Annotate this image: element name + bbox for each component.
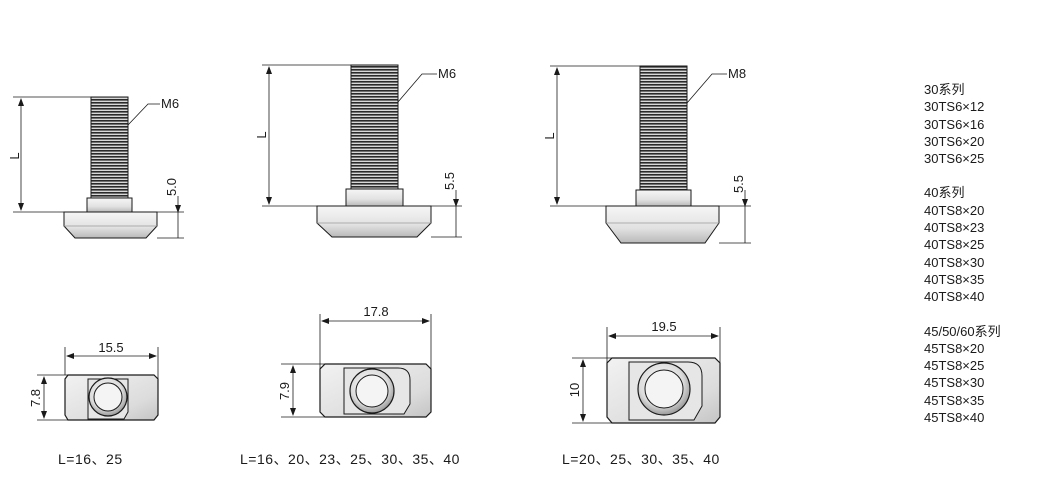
series-item: 45TS8×35 <box>924 392 985 408</box>
bolt-3-lengths-caption: L=20、25、30、35、40 <box>562 451 720 467</box>
series-item: 45TS8×25 <box>924 358 985 374</box>
series-item: 40TS8×35 <box>924 271 985 287</box>
bolt-1-length-label: L <box>7 152 22 159</box>
bolt-1-thread-label: M6 <box>161 96 179 111</box>
series-item: 30TS6×16 <box>924 116 985 132</box>
bolt-2-lengths-caption: L=16、20、23、25、30、35、40 <box>240 451 460 467</box>
bolt-3-length-label: L <box>542 132 557 139</box>
bolt-2-width-label: 17.8 <box>363 304 388 319</box>
bolt-1-height-label: 7.8 <box>28 389 43 407</box>
bolt-2-length-label: L <box>254 131 269 138</box>
series-item: 40TS8×40 <box>924 289 985 305</box>
series-item: 30TS6×25 <box>924 151 985 167</box>
series-item: 45TS8×40 <box>924 410 985 426</box>
series-group-40: 40系列 40TS8×20 40TS8×23 40TS8×25 40TS8×30… <box>924 184 1001 305</box>
bolt-2-side-view <box>262 64 462 238</box>
bolt-1-top-view <box>37 347 159 421</box>
series-item: 40TS8×25 <box>924 237 985 253</box>
series-item: 40TS8×23 <box>924 220 985 236</box>
bolt-2-head-height-label: 5.5 <box>442 172 457 190</box>
bolt-2-thread-label: M6 <box>438 66 456 81</box>
series-group-title: 30系列 <box>924 82 965 97</box>
bolt-3-top-view <box>572 327 721 424</box>
bolt-1-width-label: 15.5 <box>98 340 123 355</box>
series-item: 45TS8×20 <box>924 340 985 356</box>
bolt-3-width-label: 19.5 <box>651 319 676 334</box>
bolt-1-lengths-caption: L=16、25 <box>58 451 123 467</box>
series-item: 30TS6×12 <box>924 99 985 115</box>
series-group-30: 30系列 30TS6×12 30TS6×16 30TS6×20 30TS6×25 <box>924 81 1001 167</box>
series-item: 40TS8×30 <box>924 254 985 270</box>
bolt-2-top-view <box>281 314 432 418</box>
bolt-1-side-view <box>13 96 184 239</box>
series-list: 30系列 30TS6×12 30TS6×16 30TS6×20 30TS6×25… <box>924 81 1001 443</box>
bolt-1-head-height-label: 5.0 <box>164 178 179 196</box>
bolt-3-head-height-label: 5.5 <box>731 175 746 193</box>
series-group-45-50-60: 45/50/60系列 45TS8×20 45TS8×25 45TS8×30 45… <box>924 323 1001 427</box>
bolt-2-height-label: 7.9 <box>277 382 292 400</box>
series-item: 45TS8×30 <box>924 375 985 391</box>
bolt-3-height-label: 10 <box>567 383 582 397</box>
bolt-3-side-view <box>550 65 751 244</box>
series-group-title: 40系列 <box>924 185 965 201</box>
bolt-3-thread-label: M8 <box>728 66 746 81</box>
series-group-title: 45/50/60系列 <box>924 323 1001 339</box>
series-item: 40TS8×20 <box>924 202 985 218</box>
series-item: 30TS6×20 <box>924 133 985 149</box>
